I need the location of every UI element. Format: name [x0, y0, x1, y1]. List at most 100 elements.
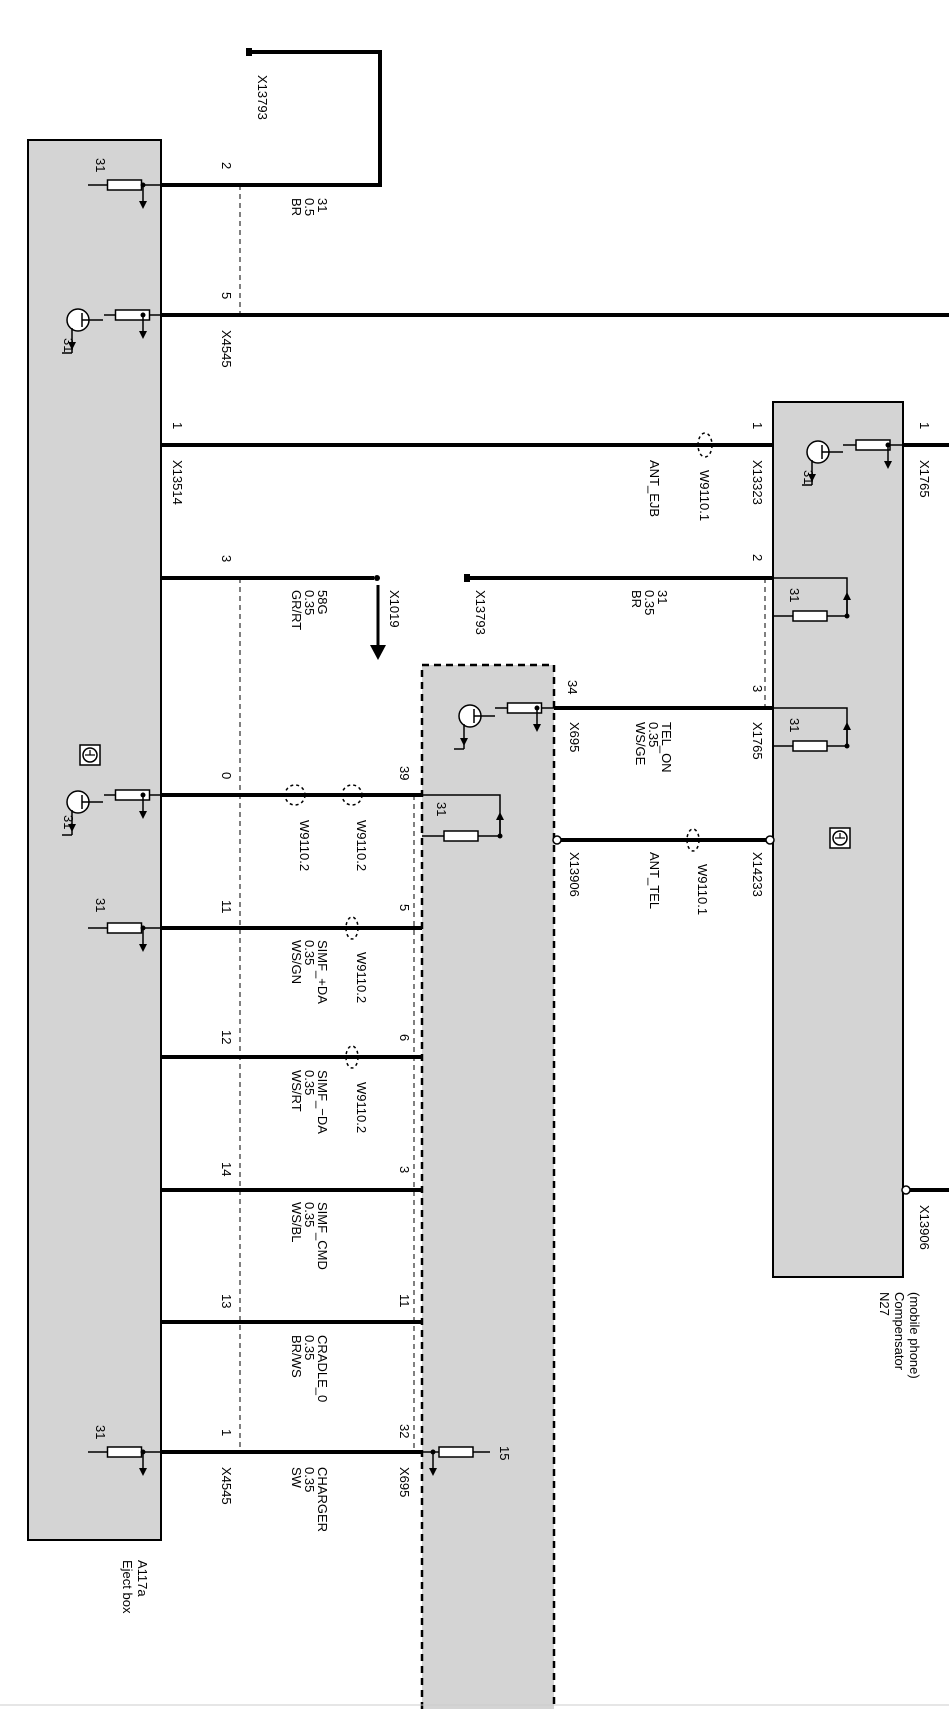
- cr-res-39-resistor: [443, 830, 479, 842]
- pin-cp-2: 2: [750, 554, 765, 561]
- eb-res-5-gnd-arrow: [139, 331, 147, 339]
- wire-minus-sig: SIMF_−DA: [315, 1070, 330, 1134]
- cp-res-2-resistor: [792, 610, 828, 622]
- connector-rings: [552, 835, 911, 1195]
- wire-tel-on-color: WS/GE: [633, 722, 648, 766]
- eb-res-11-resistor: [106, 922, 143, 934]
- wire-tel-br-size: 0.35: [642, 590, 657, 615]
- eb-tr-0-gnd-arrow: [68, 824, 76, 832]
- label-x695-b: X695: [397, 1467, 412, 1497]
- eb-res-1b-resistor: [106, 1446, 143, 1458]
- wire-cmd-sig: SIMF_CMD: [315, 1202, 330, 1270]
- eb-res-11-gnd-arrow: [139, 944, 147, 952]
- wire-info-tel-on: TEL_ON 0.35 WS/GE: [633, 722, 674, 773]
- ground-label-g1: 31: [93, 158, 108, 172]
- wire-w1-color: BR: [289, 198, 304, 216]
- pin-cr-3: 3: [397, 1166, 412, 1173]
- cradle-module: [420, 663, 556, 1709]
- wire-info-plus: SIMF_+DA 0.35 WS/GN: [289, 940, 330, 1004]
- shield-label-s2: W9110.2: [297, 820, 312, 871]
- wire-31-top: [161, 50, 382, 187]
- connector-end-x13793-mid: [464, 574, 470, 582]
- wire-info-w3: 58G 0.35 GR/RT: [289, 590, 330, 630]
- label-x1765-a: X1765: [917, 460, 932, 498]
- shield-ring-ant-tel: [686, 828, 700, 852]
- pin-numbers: 2 5 1 3 0 11 12 14 13 1 34 39 5 6 3 11 3…: [170, 162, 932, 1438]
- ring-x14233: [765, 835, 775, 845]
- wire-charger-color: SW: [289, 1467, 304, 1489]
- pin-eb-3: 3: [219, 555, 234, 562]
- compensator-name: Compensator: [892, 1292, 907, 1371]
- pin-cp-3: 3: [750, 685, 765, 692]
- wire-tel-br-color: BR: [629, 590, 644, 608]
- shield-ring-a: [284, 784, 306, 806]
- eb-res-5-resistor: [114, 309, 151, 321]
- label-x13514: X13514: [170, 460, 185, 505]
- cr-link-39: [422, 794, 501, 836]
- pin-eb-2: 2: [219, 162, 234, 169]
- compensator-label: N27 Compensator (mobile phone): [877, 1292, 922, 1379]
- wire-cmd-size: 0.35: [302, 1202, 317, 1227]
- label-x14233: X14233: [750, 852, 765, 897]
- wire-cradle-size: 0.35: [302, 1335, 317, 1360]
- wire-info-tel-br: 31 0.35 BR: [629, 590, 670, 615]
- pin-cr-6: 6: [397, 1034, 412, 1041]
- cp-res-1-resistor: [855, 439, 891, 451]
- wire-tel-on-sig: TEL_ON: [659, 722, 674, 773]
- ground-label-g4: 31: [93, 898, 108, 912]
- wire-minus-color: WS/RT: [289, 1070, 304, 1112]
- label-x13793-mid: X13793: [473, 590, 488, 635]
- wire-w3-sig: 58G: [315, 590, 330, 615]
- pin-eb-11: 11: [219, 900, 234, 914]
- wire-minus-size: 0.35: [302, 1070, 317, 1095]
- shield-rings: [284, 432, 713, 1069]
- eject-box-module: [27, 139, 162, 1541]
- pin-eb-1b: 1: [219, 1429, 234, 1436]
- pin-eb-13: 13: [219, 1294, 234, 1308]
- supply-15-label: 15: [497, 1446, 512, 1460]
- cr-tr-34-gnd-arrow: [460, 738, 468, 746]
- pin-cr-5: 5: [397, 904, 412, 911]
- compensator-sub: (mobile phone): [907, 1292, 922, 1379]
- ground-label-g9: 31: [434, 802, 449, 816]
- pin-cr-11: 11: [397, 1294, 412, 1308]
- connector-end-x13793-top: [246, 48, 252, 56]
- eb-tr-5-gnd-arrow: [68, 342, 76, 350]
- pin-cr-32: 32: [397, 1424, 412, 1438]
- cp-res-1-gnd-arrow: [884, 461, 892, 469]
- pin-cr-39: 39: [397, 766, 412, 780]
- shield-ring-ant-ejb: [697, 432, 713, 458]
- wire-plus-color: WS/GN: [289, 940, 304, 984]
- eb-res-0-resistor: [114, 789, 151, 801]
- label-x13323: X13323: [750, 460, 765, 505]
- wire-w1-sig: 31: [315, 198, 330, 212]
- shield-ring-d: [345, 1045, 359, 1069]
- label-x695-a: X695: [567, 722, 582, 752]
- eject-box-code: A117a: [135, 1560, 150, 1597]
- ring-x13906-a: [552, 835, 562, 845]
- eject-box-name: Eject box: [120, 1560, 135, 1614]
- pin-eb-12: 12: [219, 1030, 234, 1044]
- wire-tel-on-size: 0.35: [646, 722, 661, 747]
- cr-res-34-gnd-arrow: [533, 724, 541, 732]
- ground-labels: 31 31 31 31 31 31 31 31 31 15: [61, 158, 816, 1460]
- ground-label-g3: 31: [61, 815, 76, 829]
- ground-label-g6: 31: [801, 470, 816, 484]
- pin-cp-out-1: 1: [917, 422, 932, 429]
- wire-info-charger: CHARGER 0.35 SW: [289, 1467, 330, 1532]
- compensator-code: N27: [877, 1292, 892, 1316]
- cr-res-32-resistor: [438, 1446, 474, 1458]
- connector-dot-x1019: [374, 575, 380, 581]
- component-symbols: [62, 179, 903, 1476]
- x1019-arrow: [370, 585, 386, 660]
- wire-cradle-sig: CRADLE_0: [315, 1335, 330, 1402]
- shield-label-s3: W9110.2: [354, 820, 369, 871]
- shield-ring-c: [345, 916, 359, 940]
- wire-cmd-color: WS/BL: [289, 1202, 304, 1242]
- eb-ecu-icon-ring: [82, 747, 98, 763]
- label-x1019: X1019: [387, 590, 402, 628]
- pin-cr-34: 34: [565, 680, 580, 694]
- cp-res-3-resistor: [792, 740, 828, 752]
- pin-eb-14: 14: [219, 1162, 234, 1176]
- eb-res-2-resistor: [106, 179, 143, 191]
